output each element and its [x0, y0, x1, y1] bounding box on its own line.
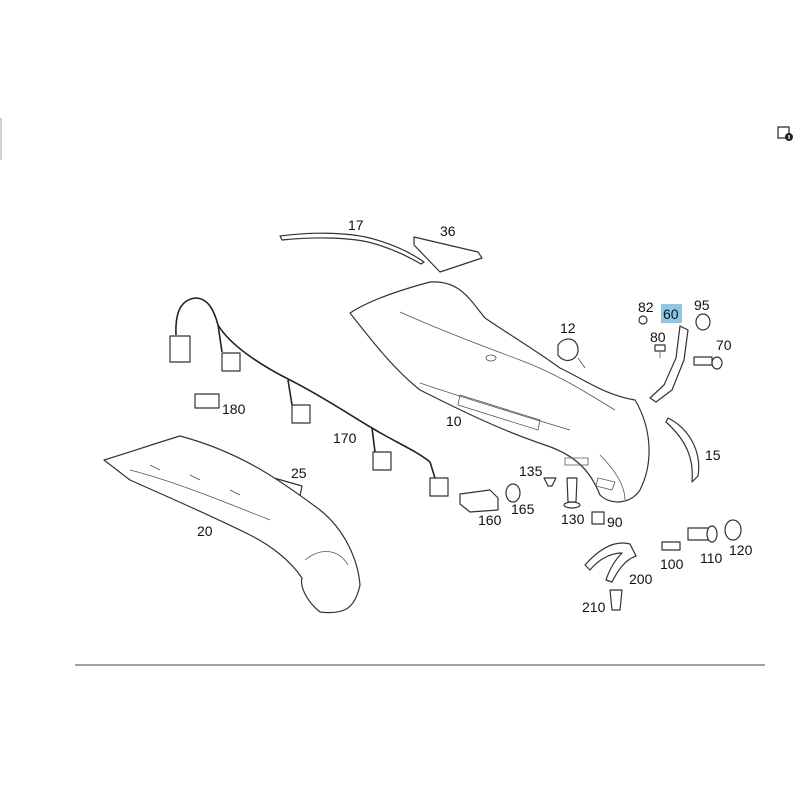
- callout-25[interactable]: 25: [291, 465, 307, 481]
- callout-70[interactable]: 70: [716, 337, 732, 353]
- part-120-grommet[interactable]: [724, 519, 742, 541]
- callout-165[interactable]: 165: [511, 501, 535, 517]
- callout-82[interactable]: 82: [638, 299, 654, 315]
- part-60-bracket[interactable]: [649, 325, 689, 403]
- callout-labels: 17 36 82 60 95 12 80 70 180 10 170 15 25…: [197, 217, 753, 615]
- part-90-nut[interactable]: [591, 511, 605, 525]
- callout-95[interactable]: 95: [694, 297, 710, 313]
- part-160-sensor[interactable]: [459, 489, 499, 513]
- part-36-reflector[interactable]: [413, 236, 483, 273]
- part-200-bracket[interactable]: [584, 542, 637, 583]
- callout-130[interactable]: 130: [561, 511, 585, 527]
- part-210-clip[interactable]: [609, 589, 623, 611]
- callout-160[interactable]: 160: [478, 512, 502, 528]
- part-80-screw[interactable]: [654, 344, 666, 358]
- part-82-nut[interactable]: [638, 315, 648, 325]
- part-180-connector[interactable]: [169, 335, 220, 409]
- callout-10[interactable]: 10: [446, 413, 462, 429]
- part-15-molding[interactable]: [665, 417, 700, 483]
- callout-36[interactable]: 36: [440, 223, 456, 239]
- callout-17[interactable]: 17: [348, 217, 364, 233]
- callout-135[interactable]: 135: [519, 463, 543, 479]
- part-110-screw[interactable]: [687, 525, 718, 543]
- callout-20[interactable]: 20: [197, 523, 213, 539]
- callout-120[interactable]: 120: [729, 542, 753, 558]
- callout-80[interactable]: 80: [650, 329, 666, 345]
- part-100-bolt[interactable]: [661, 541, 681, 551]
- callout-12[interactable]: 12: [560, 320, 576, 336]
- part-95-grommet[interactable]: [695, 313, 711, 331]
- callout-100[interactable]: 100: [660, 556, 684, 572]
- callout-210[interactable]: 210: [582, 599, 606, 615]
- part-17-trim-strip[interactable]: [279, 232, 425, 265]
- part-135-clip[interactable]: [543, 477, 557, 487]
- part-12-clip[interactable]: [557, 338, 586, 369]
- callout-200[interactable]: 200: [629, 571, 653, 587]
- callout-15[interactable]: 15: [705, 447, 721, 463]
- part-130-screw[interactable]: [563, 477, 581, 509]
- part-10-bumper-cover[interactable]: [349, 281, 650, 503]
- part-170-wiring-harness[interactable]: [175, 297, 449, 497]
- callout-180[interactable]: 180: [222, 401, 246, 417]
- document-info-icon[interactable]: [777, 126, 793, 141]
- part-165-ring[interactable]: [505, 483, 521, 503]
- callout-60[interactable]: 60: [663, 306, 679, 322]
- callout-90[interactable]: 90: [607, 514, 623, 530]
- callout-60-highlight: [661, 304, 682, 323]
- callout-110[interactable]: 110: [700, 550, 723, 566]
- part-20-diffuser[interactable]: [103, 435, 361, 614]
- part-70-bolt[interactable]: [693, 356, 723, 370]
- callout-170[interactable]: 170: [333, 430, 357, 446]
